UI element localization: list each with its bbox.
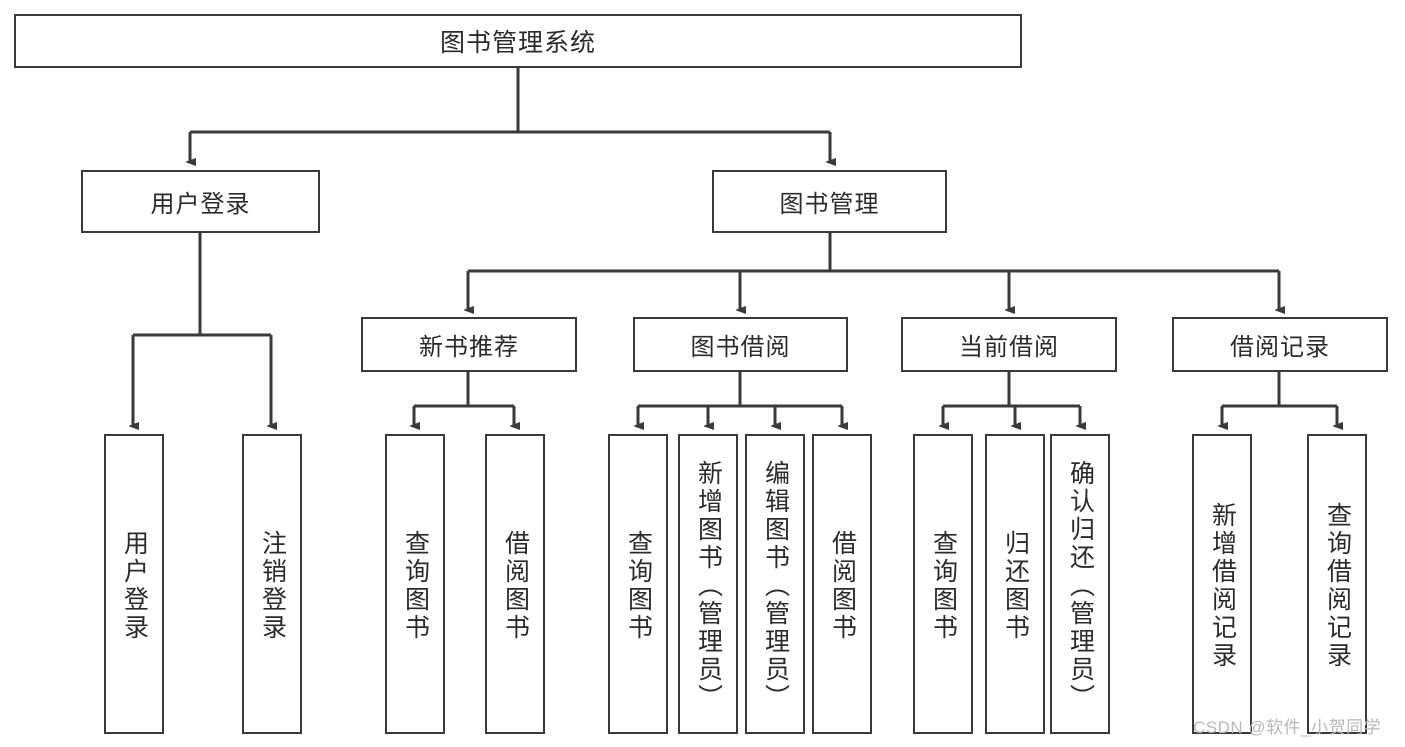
- leaf-query-borrow-record-label: 查询借阅记录: [1323, 502, 1352, 670]
- csdn-watermark: CSDN @软件_小贺同学: [1193, 718, 1382, 737]
- leaf-query-book-2-label: 查询图书: [624, 530, 653, 642]
- leaf-return-book-label: 归还图书: [1001, 530, 1030, 642]
- leaf-query-book-3[interactable]: 查询图书: [913, 434, 973, 734]
- node-book-borrow[interactable]: 图书借阅: [633, 317, 848, 372]
- leaf-query-book-1-label: 查询图书: [401, 530, 430, 642]
- leaf-add-borrow-record-label: 新增借阅记录: [1208, 502, 1237, 670]
- node-user-login[interactable]: 用户登录: [81, 170, 320, 233]
- node-book-management[interactable]: 图书管理: [712, 170, 947, 233]
- leaf-user-login-label: 用户登录: [120, 530, 149, 642]
- leaf-edit-book-admin-label: 编辑图书（管理员）: [761, 460, 790, 712]
- leaf-query-book-2[interactable]: 查询图书: [608, 434, 668, 734]
- leaf-query-borrow-record[interactable]: 查询借阅记录: [1307, 434, 1367, 734]
- leaf-borrow-book-1[interactable]: 借阅图书: [485, 434, 545, 734]
- leaf-user-login[interactable]: 用户登录: [104, 434, 164, 734]
- leaf-add-book-admin-label: 新增图书（管理员）: [694, 460, 723, 712]
- node-borrow-record[interactable]: 借阅记录: [1172, 317, 1388, 372]
- leaf-confirm-return-admin-label: 确认归还（管理员）: [1066, 460, 1095, 712]
- leaf-user-logout-label: 注销登录: [258, 530, 287, 642]
- root-node-label: 图书管理系统: [439, 29, 596, 57]
- node-current-borrow[interactable]: 当前借阅: [901, 317, 1117, 372]
- leaf-query-book-1[interactable]: 查询图书: [385, 434, 445, 734]
- node-book-management-label: 图书管理: [779, 191, 880, 218]
- node-user-login-label: 用户登录: [150, 191, 251, 218]
- node-borrow-record-label: 借阅记录: [1230, 334, 1330, 361]
- leaf-borrow-book-1-label: 借阅图书: [501, 530, 530, 642]
- leaf-borrow-book-2-label: 借阅图书: [828, 530, 857, 642]
- root-node[interactable]: 图书管理系统: [14, 14, 1022, 68]
- leaf-borrow-book-2[interactable]: 借阅图书: [812, 434, 872, 734]
- leaf-confirm-return-admin[interactable]: 确认归还（管理员）: [1050, 434, 1110, 734]
- node-current-borrow-label: 当前借阅: [959, 334, 1059, 361]
- node-new-book-recommend[interactable]: 新书推荐: [361, 317, 577, 372]
- node-new-book-recommend-label: 新书推荐: [419, 334, 519, 361]
- leaf-add-borrow-record[interactable]: 新增借阅记录: [1192, 434, 1252, 734]
- leaf-return-book[interactable]: 归还图书: [985, 434, 1045, 734]
- leaf-edit-book-admin[interactable]: 编辑图书（管理员）: [745, 434, 805, 734]
- leaf-user-logout[interactable]: 注销登录: [242, 434, 302, 734]
- leaf-add-book-admin[interactable]: 新增图书（管理员）: [678, 434, 738, 734]
- node-book-borrow-label: 图书借阅: [690, 334, 791, 361]
- leaf-query-book-3-label: 查询图书: [929, 530, 958, 642]
